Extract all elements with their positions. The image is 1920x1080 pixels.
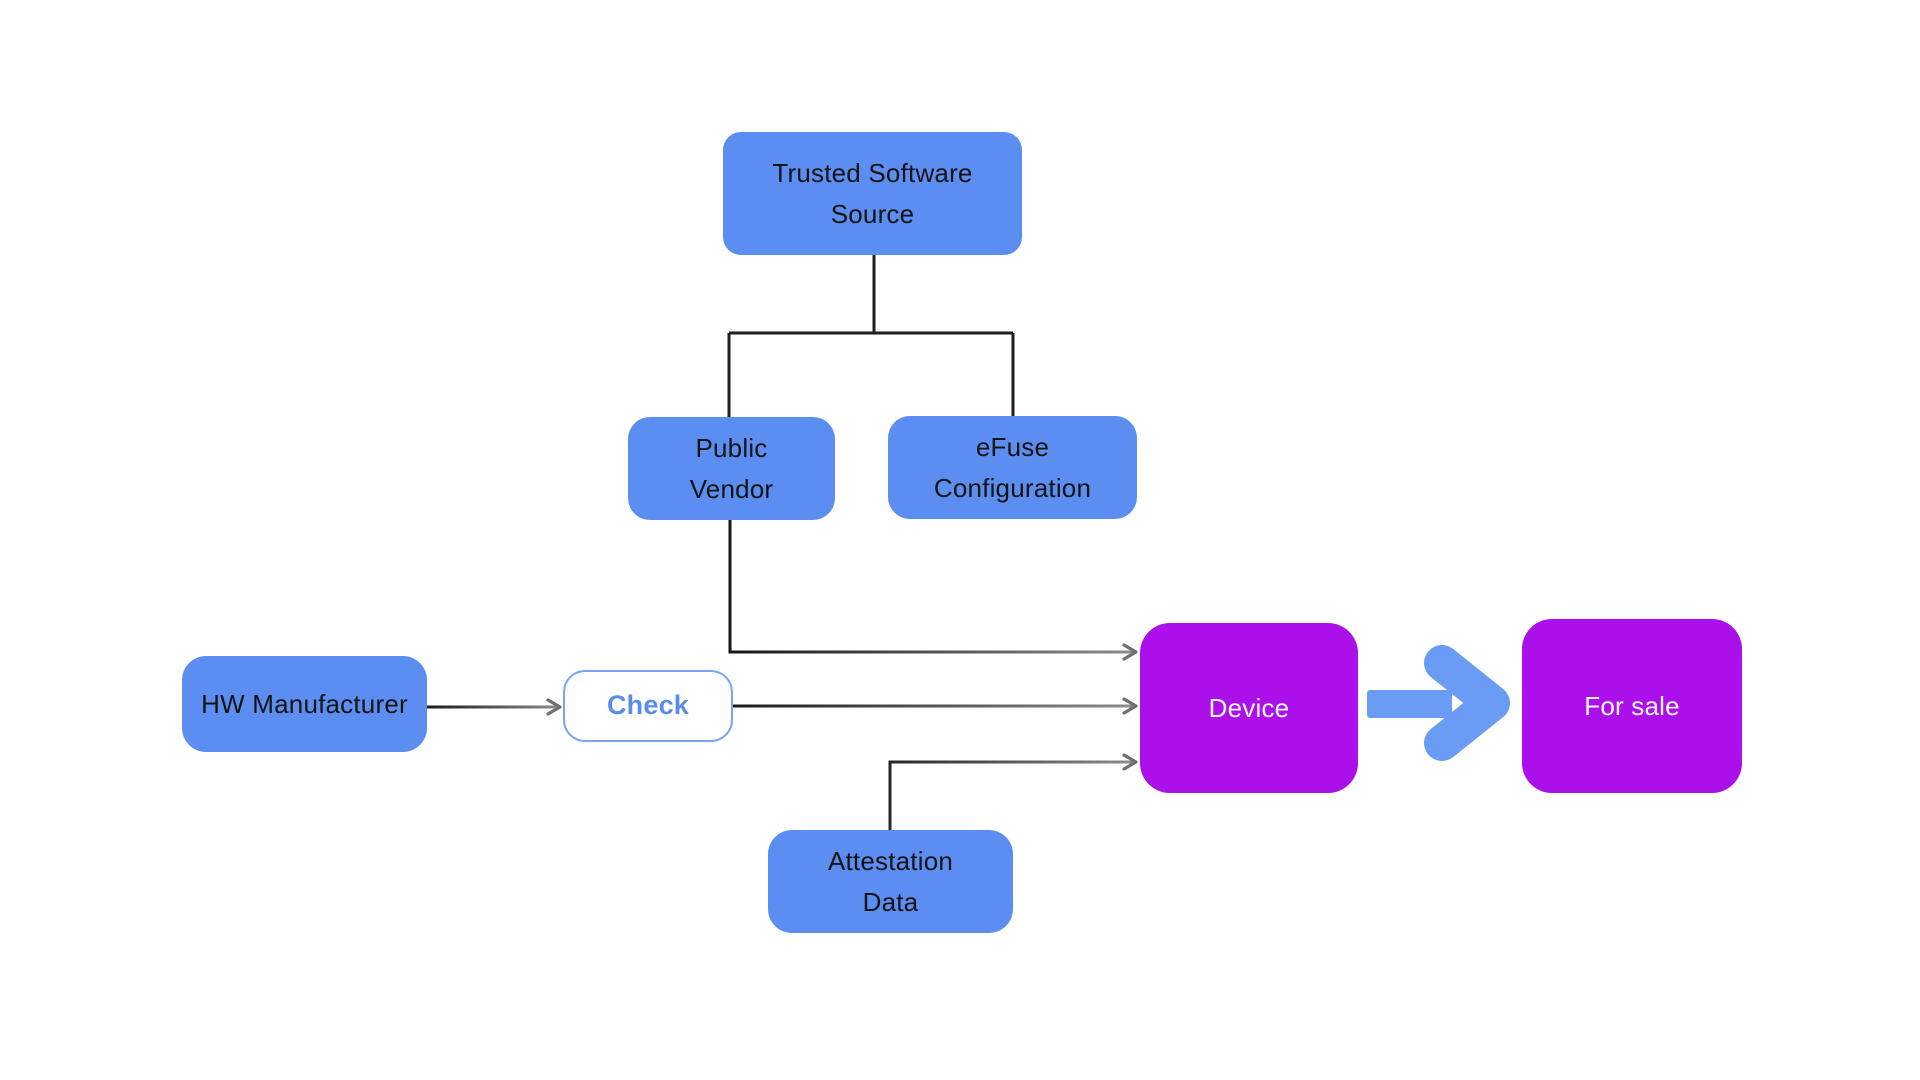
arrowhead-check-device: [1122, 697, 1138, 715]
node-check-label: Check: [606, 690, 690, 721]
arrowhead-hw-check: [546, 698, 562, 716]
arrowhead-attestation-device: [1122, 753, 1138, 771]
node-for-sale: For sale: [1522, 619, 1742, 793]
arrowhead-publicvendor-device: [1122, 643, 1138, 661]
node-check: Check: [563, 670, 733, 742]
node-attestation-data-label: Attestation Data: [827, 846, 954, 917]
node-public-vendor: Public Vendor: [628, 417, 835, 520]
thick-arrow-bar: [1367, 690, 1452, 718]
node-efuse-configuration-label: eFuse Configuration: [933, 432, 1092, 503]
node-attestation-data: Attestation Data: [768, 830, 1013, 933]
thick-arrow-chevron-icon: [1424, 645, 1510, 761]
node-efuse-configuration: eFuse Configuration: [888, 416, 1137, 519]
node-device-label: Device: [1208, 692, 1290, 723]
node-trusted-software-source-label: Trusted Software Source: [772, 158, 973, 229]
node-hw-manufacturer-label: HW Manufacturer: [201, 688, 408, 719]
edge-tss-split: [727, 255, 1015, 417]
node-trusted-software-source: Trusted Software Source: [723, 132, 1022, 255]
node-public-vendor-label: Public Vendor: [689, 433, 774, 504]
node-device: Device: [1140, 623, 1358, 793]
device-to-forsale-arrow: [1367, 645, 1510, 761]
node-for-sale-label: For sale: [1584, 690, 1680, 721]
node-hw-manufacturer: HW Manufacturer: [182, 656, 427, 752]
